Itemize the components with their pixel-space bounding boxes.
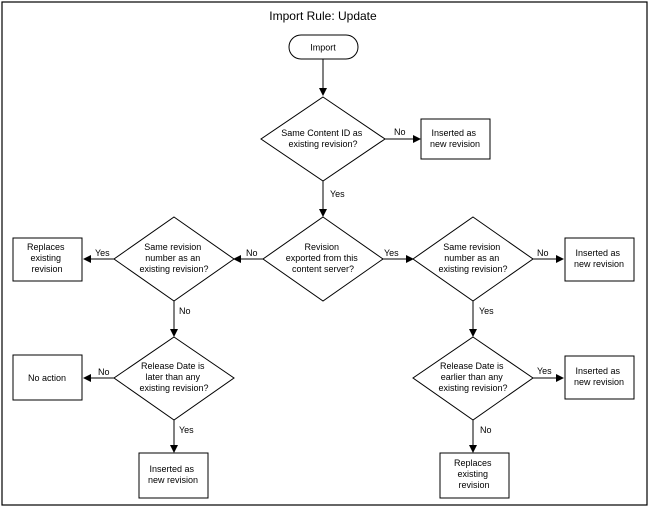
result-label: Replaces existing revision [27, 242, 67, 274]
edges [83, 59, 564, 453]
diagram-title: Import Rule: Update [269, 9, 377, 23]
decision-label: Same revision number as an existing revi… [139, 242, 208, 274]
edge-label-d2-no: No [246, 248, 258, 258]
decision-same-revision-left: Same revision number as an existing revi… [113, 216, 235, 302]
edge-label-dr-yes: Yes [479, 306, 494, 316]
result-inserted-new-revision: Inserted as new revision [420, 118, 491, 160]
decision-exported-from-server: Revision exported from this content serv… [262, 216, 384, 302]
result-shape [439, 452, 510, 499]
edge-label-d1-yes: Yes [330, 189, 345, 199]
decision-shape [412, 336, 534, 421]
edge-label-dr-no: No [537, 248, 549, 258]
decision-label: Release Date is earlier than any existin… [438, 361, 507, 393]
edge-label-dl-no: No [179, 306, 191, 316]
decision-shape [260, 96, 386, 182]
result-shape [138, 452, 209, 499]
decision-label: Same revision number as an existing revi… [438, 242, 507, 274]
result-label: Inserted as new revision [574, 366, 624, 387]
decision-label: Same Content ID as existing revision? [281, 128, 365, 149]
edge-label-dl2-yes: Yes [179, 425, 194, 435]
result-replaces-bottom-right: Replaces existing revision [439, 452, 510, 499]
result-inserted-right: Inserted as new revision [564, 237, 635, 282]
result-shape [564, 237, 635, 282]
decision-shape [412, 216, 534, 302]
decision-shape [113, 336, 235, 421]
result-label: Replaces existing revision [454, 458, 494, 490]
result-shape [564, 355, 635, 400]
decision-shape [262, 216, 384, 302]
edge-label-dr2-yes: Yes [537, 366, 552, 376]
result-inserted-bottom-left: Inserted as new revision [138, 452, 209, 499]
decision-label: Revision exported from this content serv… [286, 242, 361, 274]
result-shape [420, 118, 491, 160]
decision-shape [113, 216, 235, 302]
result-label: Inserted as new revision [574, 248, 624, 269]
result-inserted-right-2: Inserted as new revision [564, 355, 635, 400]
edge-label-d1-no: No [394, 127, 406, 137]
result-shape [12, 354, 83, 401]
result-label: No action [28, 373, 66, 383]
decision-release-date-earlier: Release Date is earlier than any existin… [412, 336, 534, 421]
edge-label-dl2-no: No [98, 367, 110, 377]
result-replaces-left: Replaces existing revision [12, 237, 83, 282]
start-terminal-label: Import [310, 43, 336, 53]
result-shape [12, 237, 83, 282]
decision-label: Release Date is later than any existing … [139, 361, 208, 393]
result-label: Inserted as new revision [430, 128, 480, 149]
result-label: Inserted as new revision [148, 464, 198, 485]
decision-release-date-later: Release Date is later than any existing … [113, 336, 235, 421]
decision-same-revision-right: Same revision number as an existing revi… [412, 216, 534, 302]
edge-label-dl-yes: Yes [95, 248, 110, 258]
start-terminal: Import [288, 34, 359, 60]
edge-labels: No Yes No Yes Yes No No Yes No Yes Yes N… [95, 127, 552, 435]
decision-same-content-id: Same Content ID as existing revision? [260, 96, 386, 182]
edge-label-dr2-no: No [480, 425, 492, 435]
start-terminal-shape [288, 34, 359, 60]
edge-label-d2-yes: Yes [384, 248, 399, 258]
result-no-action: No action [12, 354, 83, 401]
